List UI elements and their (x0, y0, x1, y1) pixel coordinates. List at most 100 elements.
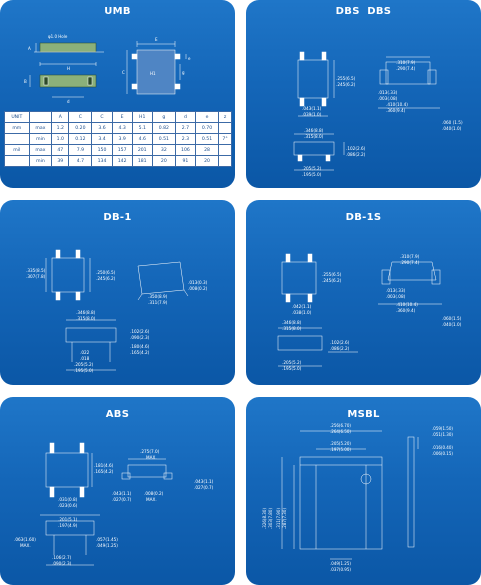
db1s-drawing: .255(6.5) .245(6.2) .042(1.1) .038(1.0) … (277, 253, 462, 371)
db1-dim-9b: .195(5.0) (74, 368, 94, 373)
msbl-dim-5b: .303(7.80) (268, 508, 273, 529)
db1-dim-8b: .018 (80, 356, 90, 361)
db1s-dim-6: .060(1.5) (442, 316, 462, 321)
abs-dim-1b: .165(4.2) (94, 469, 114, 474)
panel-title: DBS DBS (246, 6, 481, 17)
dbs-dim-2b: .039(1.0) (302, 112, 322, 117)
table-cell (218, 155, 232, 167)
panel-title: DB-1S (345, 212, 382, 223)
umb-e2-label: e (188, 56, 191, 61)
table-cell: d (174, 111, 196, 123)
table-cell: max (28, 144, 53, 156)
table-header-row: UNIT A C C E H1 g d e z (4, 111, 232, 123)
abs-dim-9: .057(1.45) (96, 537, 118, 542)
db1s-dim-7b: .315(8.0) (282, 326, 302, 331)
dbs-dim-1b: .245(6.2) (336, 82, 356, 87)
dbs-dim-8b: .086(2.2) (346, 152, 366, 157)
table-cell (28, 111, 53, 123)
dbs-dim-9b: .195(5.0) (302, 172, 322, 177)
dbs-dim-6b: .040(1.0) (442, 126, 462, 131)
umb-g-label: g (182, 70, 185, 75)
abs-dim-6b: .027(0.7) (194, 485, 214, 490)
dbs-dim-7b: .315(8.0) (304, 134, 324, 139)
db1s-dim-4: .013(.33) (386, 288, 406, 293)
dbs-dim-7: .346(8.8) (304, 128, 324, 133)
table-cell: 39 (51, 155, 70, 167)
dbs-drawing: .255(6.5) .245(6.2) .043(1.1) .039(1.0) … (293, 51, 463, 177)
panel-title: UMB (104, 6, 131, 17)
abs-dim-4b: .027(0.7) (112, 497, 132, 502)
db1-dim-8: .022 (80, 350, 90, 355)
panel-title: DB-1 (103, 212, 132, 223)
table-cell: 4.3 (111, 122, 133, 134)
db1-dim-4: .350(8.9) (148, 294, 168, 299)
dbs-dim-5: .410(10.4) (386, 102, 408, 107)
table-cell: 4.7 (68, 155, 93, 167)
db1s-dim-9b: .195(5.0) (282, 366, 302, 371)
table-cell: E (111, 111, 133, 123)
db1s-dim-8: .102(2.6) (330, 340, 350, 345)
db1-dim-3b: .008(0.2) (188, 286, 208, 291)
table-cell: 181 (131, 155, 153, 167)
table-cell (4, 133, 30, 145)
dbs-dim-8: .102(2.6) (346, 146, 366, 151)
db1s-dim-1: .255(6.5) (322, 272, 342, 277)
table-cell: 3.4 (91, 133, 113, 145)
db1-dim-5: .346(8.8) (76, 310, 96, 315)
table-cell (218, 144, 232, 156)
umb-e-label: E (155, 37, 158, 42)
msbl-dim-2b: .051(1.30) (432, 432, 453, 437)
db1s-dim-9: .205(5.2) (282, 360, 302, 365)
db1s-dim-5: .410(10.4) (396, 302, 418, 307)
table-cell: 3.9 (111, 133, 133, 145)
table-cell (218, 122, 232, 134)
table-cell: max (28, 122, 53, 134)
db1-dim-1: .335(8.5) (26, 268, 46, 273)
dbs-dim-2: .043(1.1) (302, 106, 322, 111)
db1s-dim-2b: .038(1.0) (292, 310, 312, 315)
umb-drawing: φ1.0 Hole A H B d E C g e H1 (24, 34, 191, 104)
db1-dim-4b: .311(7.9) (148, 300, 168, 305)
db1-dim-1b: .307(7.8) (26, 274, 46, 279)
table-cell: g (151, 111, 176, 123)
abs-dim-2: .275(7.0) (140, 449, 160, 454)
abs-dim-3b: .023(0.6) (58, 503, 78, 508)
table-cell: 0.82 (151, 122, 176, 134)
msbl-dim-4b: .006(0.15) (432, 451, 453, 456)
table-cell: 106 (174, 144, 196, 156)
db1-dim-6b: .090(2.3) (130, 335, 150, 340)
table-cell: 201 (131, 144, 153, 156)
abs-dim-9b: .049(1.25) (96, 543, 118, 548)
abs-dim-10: .106(2.7) (52, 555, 72, 560)
panel-title-secondary: DBS (367, 6, 392, 17)
db1s-dim-5b: .360(9.4) (396, 308, 416, 313)
db1-dim-2: .250(6.5) (96, 270, 116, 275)
db1-dim-6: .102(2.6) (130, 329, 150, 334)
msbl-dim-2: .059(1.50) (432, 426, 453, 431)
table-cell: 3.6 (91, 122, 113, 134)
table-cell: min (28, 155, 53, 167)
umb-b-label: B (24, 79, 27, 84)
msbl-dim-6b: .287(7.30) (282, 508, 287, 529)
dbs-dim-3: .310(7.9) (396, 60, 416, 65)
db1s-dim-8b: .086(2.2) (330, 346, 350, 351)
table-cell: 32 (151, 144, 176, 156)
panel-umb: UMB φ1.0 Hole A H (0, 0, 235, 188)
table-cell: UNIT (4, 111, 30, 123)
table-cell: 0.51 (151, 133, 176, 145)
db1s-dim-7: .346(8.8) (282, 320, 302, 325)
db1-dim-3: .013(0.3) (188, 280, 208, 285)
msbl-dim-7b: .037(0.95) (330, 567, 351, 572)
table-cell: mil (4, 144, 30, 156)
table-cell: 91 (174, 155, 196, 167)
panel-title: MSBL (347, 409, 380, 420)
panel-msbl: MSBL .256(6.70) .264(6.50) .059(1.50) .0… (246, 397, 481, 585)
abs-dim-3: .031(0.8) (58, 497, 78, 502)
msbl-dim-3b: .197(5.00) (330, 447, 351, 452)
table-cell: 0.51 (194, 133, 220, 145)
msbl-dim-4: .016(0.40) (432, 445, 453, 450)
umb-h-label: H (67, 66, 70, 71)
table-cell: z (218, 111, 232, 123)
panel-abs: ABS .181(4.6) .165(4.2) .275(7.0) MAX. .… (0, 397, 235, 585)
dbs-dim-4b: .003(.08) (378, 96, 398, 101)
